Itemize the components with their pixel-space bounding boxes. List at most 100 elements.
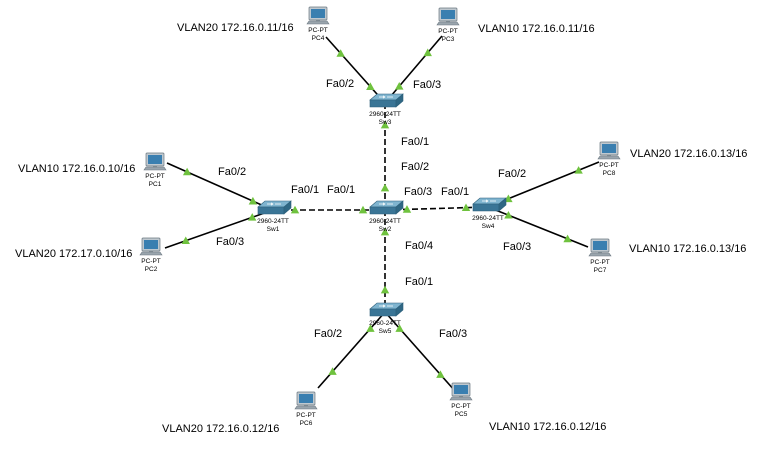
pc-icon [306,6,330,25]
port-label: Fa0/3 [413,79,441,91]
link-up-triangle-icon [366,82,375,90]
pc-icon [597,141,621,160]
link-up-triangle-icon [380,183,390,192]
port-label: Fa0/2 [218,166,246,178]
port-label: Fa0/3 [503,241,531,253]
link-up-triangle-icon [380,227,390,236]
pc-icon [294,391,318,410]
pc-model: PC-PT [308,27,328,34]
switch-icon [257,200,292,215]
link-up-triangle-icon [380,120,390,129]
pc-icon [143,152,167,171]
pc-name: PC8 [603,170,616,177]
port-label: Fa0/2 [498,168,526,180]
link-up-triangle-icon [248,213,257,221]
link-up-triangle-icon [574,166,583,174]
pc-model: PC-PT [451,403,471,410]
port-label: Fa0/1 [405,276,433,288]
pc-vlan-ip-label: VLAN10 172.16.0.13/16 [629,243,746,255]
pc-model: PC-PT [590,259,610,266]
pc-icon [588,238,612,257]
pc-name: PC2 [145,266,158,273]
pc-vlan-ip-label: VLAN20 172.17.0.10/16 [15,248,132,260]
port-label: Fa0/1 [291,184,319,196]
link-up-triangle-icon [423,48,432,57]
link-up-triangle-icon [504,210,513,219]
pc-model: PC-PT [141,258,161,265]
port-label: Fa0/4 [405,240,433,252]
link-pc3-sw3[interactable] [384,35,443,104]
link-up-triangle-icon [461,203,471,212]
link-pc7-sw4[interactable] [487,206,589,248]
link-up-triangle-icon [181,236,190,245]
switch-model: 2960-24TT [369,320,401,327]
switch-model: 2960-24TT [369,218,401,225]
link-up-triangle-icon [182,167,192,176]
link-sw2-sw4[interactable] [384,203,489,213]
port-label: Fa0/1 [327,184,355,196]
link-up-triangle-icon [358,205,368,214]
pc-vlan-ip-label: VLAN10 172.16.0.11/16 [478,23,595,35]
port-label: Fa0/3 [439,328,467,340]
pc-vlan-ip-label: VLAN20 172.16.0.12/16 [162,423,279,435]
switch-icon [369,200,404,215]
port-label: Fa0/1 [441,186,469,198]
pc-icon [449,382,473,401]
switch-icon [369,93,404,108]
pc-model: PC-PT [599,162,619,169]
link-sw1-sw2[interactable] [273,205,385,214]
port-label: Fa0/2 [326,78,354,90]
devices-layer: 2960-24TTSw12960-24TTSw22960-24TTSw32960… [139,6,621,427]
pc-vlan-ip-label: VLAN20 172.16.0.13/16 [630,148,747,160]
link-pc5-sw5[interactable] [384,311,456,392]
port-label: Fa0/2 [401,161,429,173]
pc-model: PC-PT [145,173,165,180]
pc-name: PC7 [594,267,607,274]
switch-model: 2960-24TT [257,218,289,225]
pc-icon [139,237,163,256]
links-layer [164,35,600,392]
switch-name: Sw1 [267,226,280,233]
link-pc4-sw3[interactable] [325,36,386,104]
switch-name: Sw4 [482,223,495,230]
link-pc6-sw5[interactable] [317,311,386,389]
switch-name: Sw2 [379,226,392,233]
link-up-triangle-icon [380,285,390,294]
pc-model: PC-PT [296,412,316,419]
port-label: Fa0/3 [216,236,244,248]
port-label: Fa0/2 [314,328,342,340]
link-pc2-sw1[interactable] [164,209,274,249]
link-up-triangle-icon [395,82,404,90]
link-up-triangle-icon [290,205,300,214]
port-label: Fa0/3 [404,186,432,198]
link-up-triangle-icon [366,324,375,332]
switch-icon [369,302,404,317]
pc-vlan-ip-label: VLAN10 172.16.0.12/16 [489,421,606,433]
pc-name: PC3 [442,36,455,43]
link-up-triangle-icon [402,205,412,213]
pc-model: PC-PT [438,28,458,35]
pc-name: PC1 [149,181,162,188]
link-up-triangle-icon [436,370,445,378]
link-sw2-sw5[interactable] [380,210,390,312]
link-up-triangle-icon [563,234,572,243]
link-up-triangle-icon [248,196,258,205]
link-up-triangle-icon [336,49,345,57]
link-sw3-sw2[interactable] [380,103,390,210]
link-pc1-sw1[interactable] [166,162,274,211]
